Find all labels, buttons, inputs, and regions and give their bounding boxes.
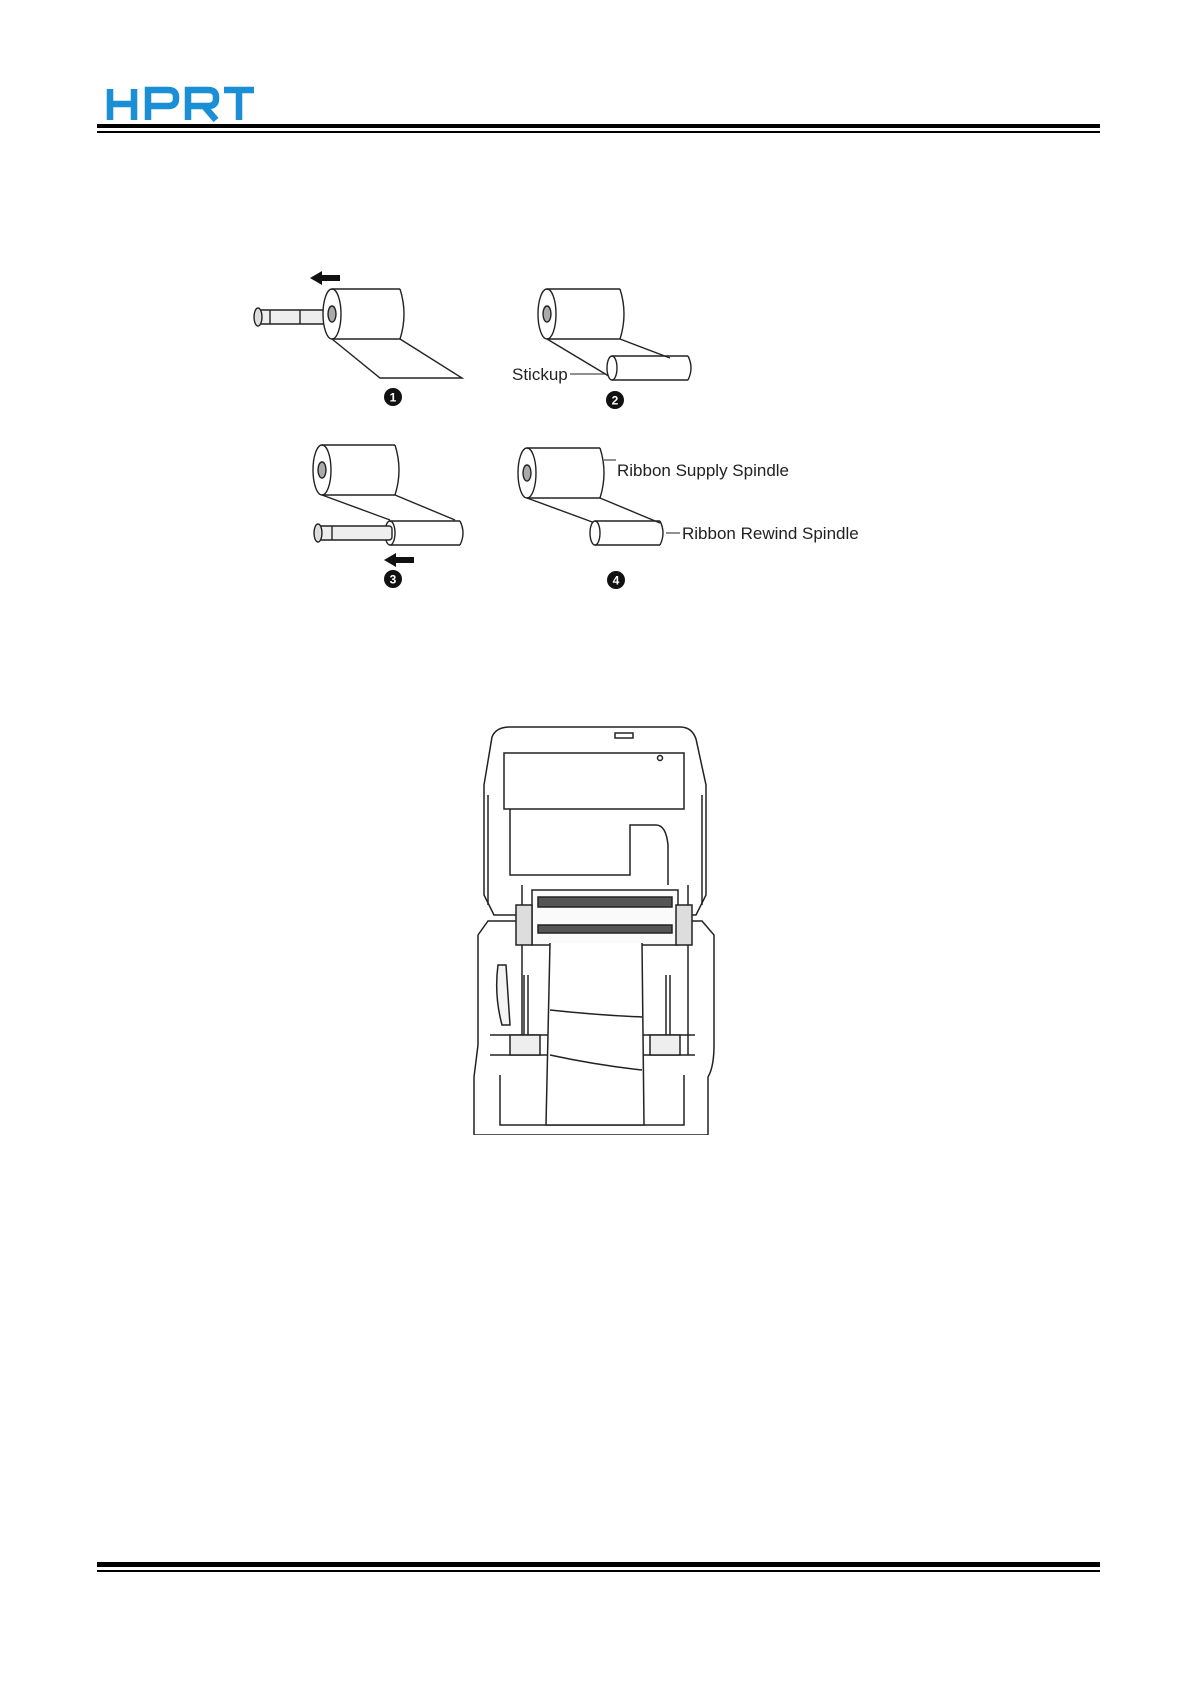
ribbon-rewind-spindle-label: Ribbon Rewind Spindle — [682, 524, 859, 543]
step-badge-1: 1 — [384, 388, 402, 406]
step-badges: 1 2 3 4 — [384, 388, 625, 589]
ribbon-loading-steps-figure: 1 2 3 4 Stickup Ribbon Supply Spindle Ri… — [250, 270, 950, 650]
hprt-logo — [106, 86, 256, 122]
step-badge-4: 4 — [607, 571, 625, 589]
svg-text:1: 1 — [390, 391, 397, 405]
left-arrow-icon — [310, 271, 340, 285]
header-rule-thick — [97, 124, 1100, 128]
left-arrow-icon — [384, 553, 414, 567]
step-badge-2: 2 — [606, 391, 624, 409]
footer-rule-thick — [97, 1562, 1100, 1567]
header-rule-thin — [97, 131, 1100, 133]
open-printer-illustration — [470, 725, 720, 1135]
ribbon-supply-spindle-label: Ribbon Supply Spindle — [617, 461, 789, 480]
step-3-illustration — [313, 445, 463, 567]
step-badge-3: 3 — [384, 570, 402, 588]
svg-text:2: 2 — [612, 394, 619, 408]
step-1-illustration — [254, 271, 462, 378]
svg-text:3: 3 — [390, 573, 397, 587]
stickup-label: Stickup — [512, 365, 568, 384]
svg-text:4: 4 — [613, 574, 620, 588]
footer-rule-thin — [97, 1570, 1100, 1572]
